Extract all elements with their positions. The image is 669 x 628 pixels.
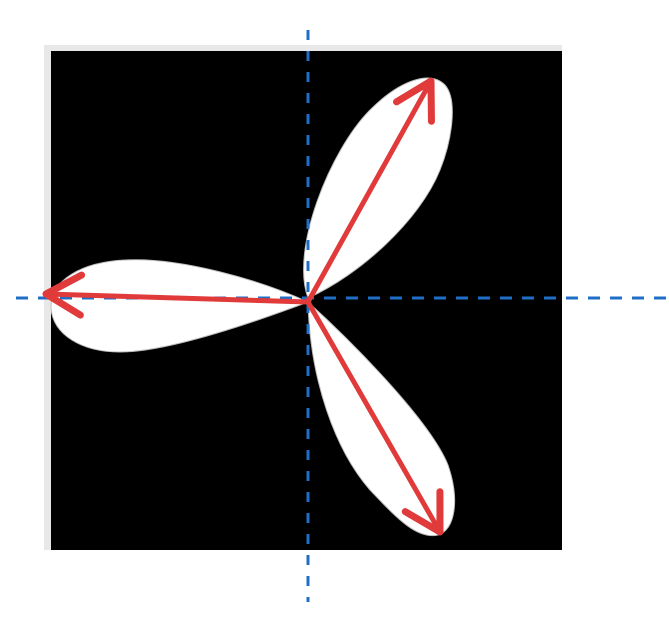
vector-up-right <box>305 77 435 305</box>
origin-point <box>305 297 311 303</box>
vector-down-right <box>305 299 444 536</box>
vector-left <box>42 271 311 319</box>
